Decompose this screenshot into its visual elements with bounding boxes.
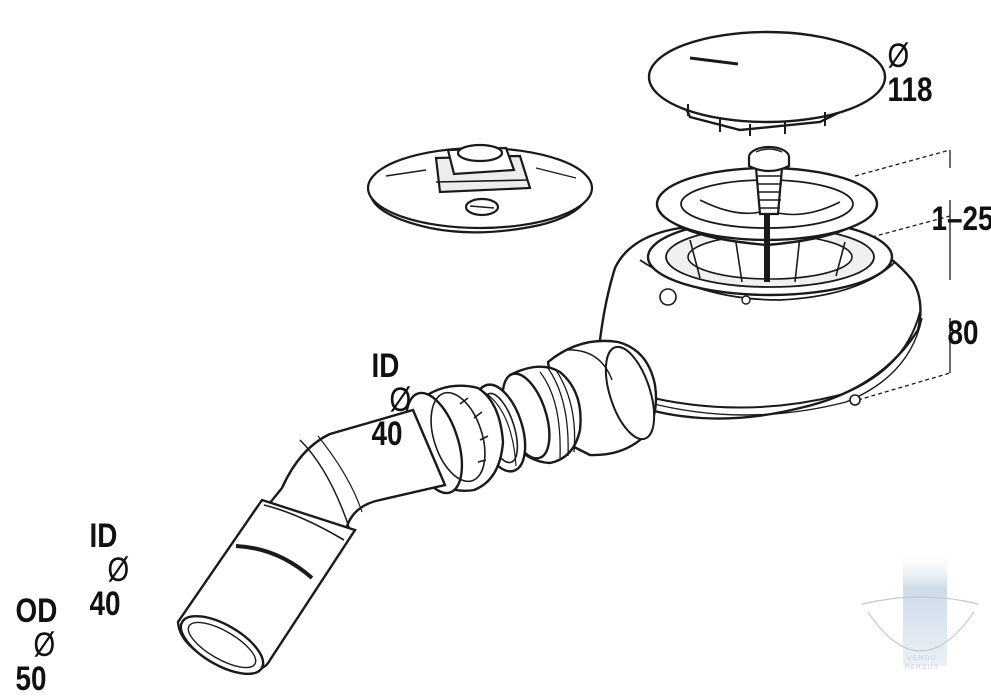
pipe-od-value: 50	[15, 660, 47, 698]
pipe-od-label: OD Ø 50	[0, 560, 58, 698]
drain-body	[598, 217, 923, 420]
dimension-lines	[854, 149, 951, 401]
diameter-symbol: Ø	[107, 551, 130, 589]
pipe-id-prefix: ID	[89, 517, 118, 555]
height-value: 80	[947, 314, 979, 352]
outlet-id-value: 40	[371, 415, 403, 453]
drain-cover	[647, 30, 887, 136]
diameter-symbol: Ø	[887, 37, 910, 75]
center-screw	[747, 145, 791, 216]
cover-diameter-label: Ø 118	[872, 5, 933, 109]
pipe-id-value: 40	[89, 585, 121, 623]
outlet-id-prefix: ID	[371, 347, 400, 385]
diameter-symbol: Ø	[33, 626, 56, 664]
watermark-logo	[861, 548, 979, 666]
pipe-od-prefix: OD	[15, 592, 58, 630]
shower-drain-diagram	[176, 30, 979, 675]
height-label: 80	[932, 282, 979, 350]
height-adjust-value: 1–25	[931, 200, 991, 238]
diameter-symbol: Ø	[389, 381, 412, 419]
outlet-id-label: ID Ø 40	[356, 315, 412, 453]
watermark-line2: PARSUS	[905, 664, 940, 671]
seal-plate	[366, 143, 594, 234]
watermark-line1: VENDU	[907, 655, 937, 662]
elbow-pipe	[176, 408, 447, 675]
height-adjust-label: 1–25	[916, 168, 991, 236]
cover-diameter-value: 118	[887, 71, 933, 109]
pipe-id-label: ID Ø 40	[74, 485, 130, 623]
